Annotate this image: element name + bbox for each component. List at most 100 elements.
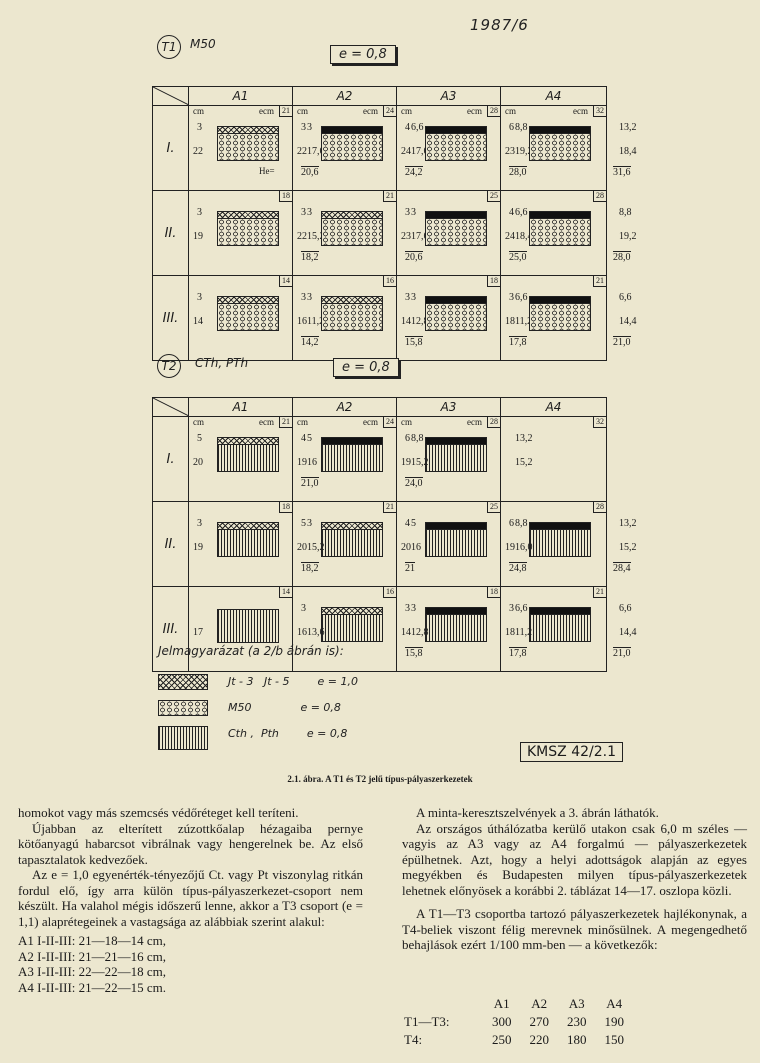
base-layer-swatch [321,303,383,331]
cm-label: cm [505,106,516,116]
column-header: A1 [188,86,293,106]
base-layer-equivalent: 14,4 [619,627,637,638]
total-thickness: 28 [593,191,606,202]
total-thickness: 18 [487,276,500,287]
base-layer-swatch [217,444,279,472]
table-cell: 270 [529,1014,550,1029]
right-paragraph-3: A T1—T3 csoportba tartozó pályaszerkezet… [402,906,747,952]
top-layer-thickness: 4 [405,518,410,529]
base-layer-swatch [425,218,487,246]
row-header: III. [152,275,189,361]
total-thickness: 21 [593,587,606,598]
right-column: A minta-keresztszelvények a 3. ábrán lát… [402,805,747,953]
table-header-row: A1 A2 A3 A4 [396,996,632,1012]
top-layer-thickness: 3 [405,603,410,614]
structure-cell: 32 [500,416,607,502]
left-column: homokot vagy más szemcsés védőréteget ke… [18,805,363,995]
total-thickness: 24 [383,106,396,117]
left-paragraph-2: Újabban az elterített zúzottkőalap hézag… [18,820,363,867]
row-header: II. [152,190,189,276]
total-thickness: 32 [593,106,606,117]
base-layer-thickness: 14 [401,627,411,638]
table-header-cell: A3 [568,996,585,1011]
base-layer-swatch [425,303,487,331]
base-layer-swatch [529,133,591,161]
base-layer-equivalent: 15,2 [619,542,637,553]
total-thickness: 25 [487,191,500,202]
table-header-cell: A2 [531,996,548,1011]
top-layer-thickness: 3 [197,207,202,218]
column-header: A1 [188,397,293,417]
column-header: A3 [396,397,501,417]
top-layer-thickness: 3 [301,207,306,218]
base-layer-swatch [321,614,383,642]
base-layer-swatch [217,133,279,161]
ecm-label: ecm [467,106,482,116]
table-cell: 230 [567,1014,587,1029]
ecm-label: ecm [573,106,588,116]
table-cell: 220 [529,1032,550,1047]
ecm-label: ecm [259,417,274,427]
base-layer-swatch [321,218,383,246]
table-row: T1—T3: 300 270 230 190 [396,1014,632,1030]
cm-label: cm [401,106,412,116]
top-layer-thickness: 3 [405,292,410,303]
table-cell: 150 [604,1032,625,1047]
page-number: 1987/6 [470,16,529,34]
cm-label: cm [297,417,308,427]
total-thickness: 21 [279,106,292,117]
column-header: A3 [396,86,501,106]
base-layer-thickness: 18 [505,316,515,327]
base-layer-thickness: 22 [193,146,203,157]
total-thickness: 21 [279,417,292,428]
top-layer-thickness: 6 [405,433,410,444]
base-layer-swatch [217,529,279,557]
total-thickness: 28 [593,502,606,513]
total-thickness: 18 [487,587,500,598]
base-layer-equivalent: 14,4 [619,316,637,327]
left-paragraph-3: Az e = 1,0 egyenérték-tényezőjű Ct. vagy… [18,867,363,929]
table-header-cell: A4 [606,996,623,1011]
base-layer-swatch [425,133,487,161]
he-label: He= [259,166,275,176]
base-layer-thickness: 24 [505,231,515,242]
top-layer-thickness: 4 [509,207,514,218]
thickness-list: A1 I-II-III: 21—18—14 cm, A2 I-II-III: 2… [18,933,363,995]
base-layer-thickness: 22 [297,231,307,242]
table-header-cell [396,996,482,1012]
equivalent-total: 21,0 [613,336,631,348]
base-layer-thickness: 23 [401,231,411,242]
base-layer-swatch [529,303,591,331]
top-layer-equivalent: 13,2 [619,122,637,133]
cm-label: cm [193,106,204,116]
equivalent-total: 21,0 [613,647,631,659]
ecm-label: ecm [467,417,482,427]
equivalent-total: 28,4 [613,562,631,574]
base-layer-thickness: 14 [401,316,411,327]
total-thickness: 14 [279,587,292,598]
top-layer-thickness: 6 [509,122,514,133]
top-layer-thickness: 5 [301,518,306,529]
base-layer-thickness: 20 [401,542,411,553]
